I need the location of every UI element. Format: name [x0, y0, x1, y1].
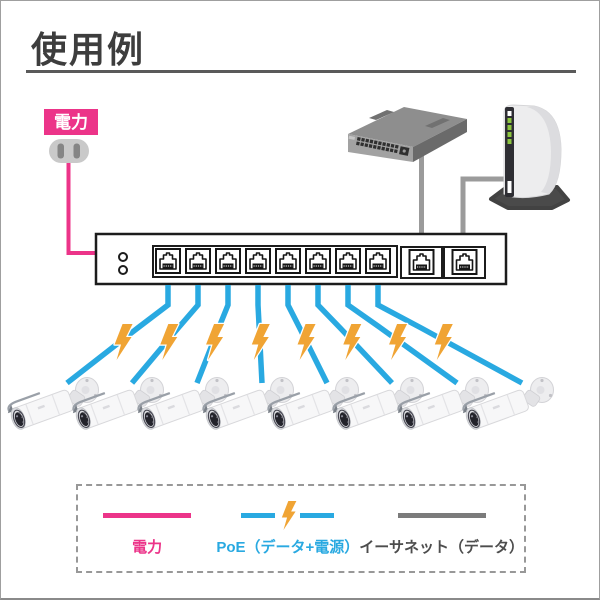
lightning-bolt-icon [204, 322, 226, 362]
power-cable [66, 162, 96, 255]
network-switch-device [348, 107, 467, 162]
power-line-swatch [103, 501, 192, 531]
poe-ports-layer [155, 248, 478, 275]
poe-cable [129, 285, 201, 385]
legend-item-poe: PoE（データ+電源） [216, 499, 360, 557]
legend-label-poe: PoE（データ+電源） [216, 538, 360, 556]
nas-power-led [507, 111, 512, 116]
poe-port [275, 248, 301, 274]
poe-port [365, 248, 391, 274]
poe-switch-led [118, 252, 128, 262]
uplink-port [451, 249, 478, 275]
poe-cable [315, 285, 395, 385]
poe-port [245, 248, 271, 274]
ethernet-cable-nas [460, 176, 507, 248]
legend-label-power: 電力 [132, 538, 163, 556]
poe-port [305, 248, 331, 274]
poe-switch-led [118, 265, 128, 275]
poe-port [155, 248, 181, 274]
power-label-text: 電力 [54, 112, 88, 132]
power-plug [49, 139, 89, 163]
uplink-port [408, 249, 435, 275]
title-divider [26, 70, 576, 73]
cameras-layer [3, 376, 555, 433]
switch-port-grid [348, 135, 410, 156]
lightning-bolt-icon [159, 322, 180, 362]
lightning-bolt-icon [281, 499, 298, 532]
poe-line-swatch [241, 499, 335, 532]
ethernet-line-swatch [397, 501, 486, 531]
poe-port [215, 248, 241, 274]
legend-item-power: 電力 [78, 501, 216, 557]
page-title: 使用例 [31, 29, 146, 70]
nas-device [489, 104, 570, 210]
poe-switch-device [94, 232, 508, 286]
lightning-bolt-icon [342, 322, 363, 362]
poe-port [335, 248, 361, 274]
poe-cable [345, 285, 459, 386]
bolts-layer [113, 322, 455, 362]
poe-cable [194, 285, 231, 385]
poe-cables-layer [65, 285, 524, 386]
legend-item-ethernet: イーサネット（データ） [359, 501, 524, 557]
poe-cable [285, 285, 330, 385]
poe-cable [65, 285, 171, 386]
poe-cable [255, 285, 265, 384]
poe-port [185, 248, 211, 274]
power-label: 電力 [44, 109, 98, 135]
legend-label-ethernet: イーサネット（データ） [359, 538, 524, 556]
legend: 電力 PoE（データ+電源） イーサネット（データ） [76, 484, 526, 573]
lightning-bolt-icon [113, 322, 134, 362]
poe-cable [375, 285, 524, 386]
nas-status-leds [507, 118, 512, 144]
